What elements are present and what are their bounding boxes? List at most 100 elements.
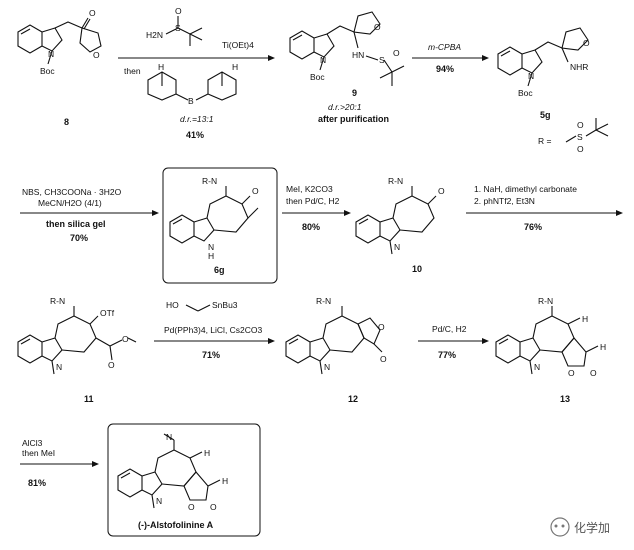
step7-yield: 77% [438, 350, 456, 360]
carbonyl-o-final: O [210, 502, 217, 512]
r-n-label-6g: R-N [202, 176, 217, 186]
boc-label-8: Boc [40, 66, 55, 76]
lactone-o-12: O [378, 322, 385, 332]
step8-yield: 81% [28, 478, 46, 488]
arrowhead-8 [92, 461, 99, 467]
purification-note: after purification [318, 114, 389, 124]
ketone-o-6g: O [252, 186, 259, 196]
indole-n-6g: N [208, 242, 214, 252]
compound-13-structure [495, 306, 599, 375]
step1-reagent-tioet: Ti(OEt)4 [222, 40, 254, 50]
h-label-ipc-right: H [232, 62, 238, 72]
indole-nh-6g: H [208, 251, 214, 261]
step3-line2: MeCN/H2O (4/1) [38, 198, 102, 208]
compound-11-structure [17, 306, 137, 375]
watermark-text: 化学加 [574, 520, 610, 535]
alstofolinine-a-structure [117, 433, 221, 509]
h-label-final-top: H [204, 448, 210, 458]
reagent-h2n: H2N [146, 30, 163, 40]
compound-label-8: 8 [64, 117, 69, 127]
h-label-ipc-left: H [158, 62, 164, 72]
indole-nitrogen-8: N [48, 49, 54, 59]
arrowhead-5 [616, 210, 623, 216]
sulfinyl-o-9: O [393, 48, 400, 58]
carbonyl-o-11: O [108, 360, 115, 370]
final-product-label: (-)-Alstofolinine A [138, 520, 214, 530]
compound-6g-box [162, 167, 278, 284]
boc-label-9: Boc [310, 72, 325, 82]
compound-label-9: 9 [352, 88, 357, 98]
r-n-label-11: R-N [50, 296, 65, 306]
compound-label-5g: 5g [540, 110, 551, 120]
step5-yield: 76% [524, 222, 542, 232]
carbonyl-o-12: O [380, 354, 387, 364]
n-methyl-label-final: N [166, 432, 172, 442]
indole-n-13: N [534, 362, 540, 372]
furan-oxygen-8: O [93, 50, 100, 60]
step3-yield: 70% [70, 233, 88, 243]
step7-line1: Pd/C, H2 [432, 324, 467, 334]
compound-6g-structure [169, 186, 259, 244]
boron-atom: B [188, 96, 194, 106]
snbu3-label: SnBu3 [212, 300, 238, 310]
arrowhead-3 [152, 210, 159, 216]
step1-dr: d.r.=13:1 [180, 114, 214, 124]
compound-5g-structure [497, 27, 589, 87]
step3-line3: then silica gel [46, 219, 106, 229]
step5-line2: 2. phNTf2, Et3N [474, 196, 535, 206]
ketone-o-10: O [438, 186, 445, 196]
ketone-oxygen-8: O [89, 8, 96, 18]
ipc2bh-reagent [147, 71, 237, 101]
hn-label-9: HN [352, 50, 364, 60]
otf-label: OTf [100, 308, 115, 318]
furan-o-5g: O [583, 38, 590, 48]
arrowhead-2 [482, 55, 489, 61]
watermark-logo [550, 517, 570, 537]
lactone-o-final: O [188, 502, 195, 512]
compound-10-structure [355, 186, 437, 255]
final-product-box [107, 423, 261, 537]
ho-label: HO [166, 300, 179, 310]
compound-label-10: 10 [412, 264, 422, 274]
step3-line1: NBS, CH3COONa · 3H2O [22, 187, 122, 197]
step4-line1: MeI, K2CO3 [286, 184, 333, 194]
sulfonyl-o-top: O [577, 120, 584, 130]
compound-label-12: 12 [348, 394, 358, 404]
compound-12-structure [285, 306, 383, 375]
sulfonyl-s: S [577, 132, 583, 142]
compound-label-11: 11 [84, 394, 94, 404]
step2-yield: 94% [436, 64, 454, 74]
sulfur-label-9: S [379, 55, 385, 65]
indole-n-final: N [156, 496, 162, 506]
stannane-reagent [185, 304, 211, 312]
r-n-label-10: R-N [388, 176, 403, 186]
step4-line2: then Pd/C, H2 [286, 196, 340, 206]
furan-o-9: O [374, 22, 381, 32]
nhr-label: NHR [570, 62, 588, 72]
arrowhead-1 [268, 55, 275, 61]
h-label-13-right: H [600, 342, 606, 352]
compound-label-6g: 6g [214, 265, 225, 275]
step5-line1: 1. NaH, dimethyl carbonate [474, 184, 577, 194]
r-n-label-13: R-N [538, 296, 553, 306]
arrowhead-7 [482, 338, 489, 344]
r-definition-label: R = [538, 136, 552, 146]
compound-9-structure [289, 11, 405, 86]
compound-label-13: 13 [560, 394, 570, 404]
step4-yield: 80% [302, 222, 320, 232]
r-n-label-12: R-N [316, 296, 331, 306]
indole-n-5g: N [528, 71, 534, 81]
indole-n-11: N [56, 362, 62, 372]
h-label-final-right: H [222, 476, 228, 486]
sulfur-atom: S [175, 23, 181, 33]
step1-yield: 41% [186, 130, 204, 140]
arrowhead-6 [268, 338, 275, 344]
dr-label-9: d.r.>20:1 [328, 102, 362, 112]
sulfonyl-o-bottom: O [577, 144, 584, 154]
step2-reagent: m-CPBA [428, 42, 461, 52]
ester-o-11: O [122, 334, 129, 344]
step1-then: then [124, 66, 141, 76]
tbs-sulfonyl-group [565, 118, 609, 143]
compound-8-structure [17, 17, 102, 65]
